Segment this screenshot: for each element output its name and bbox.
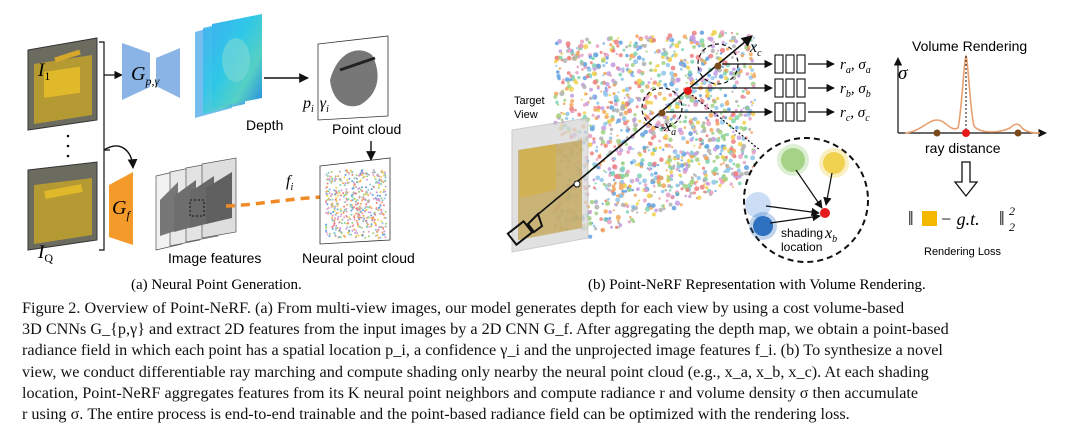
target-view-plane [511, 117, 589, 253]
scene-point-cloud [552, 29, 758, 239]
caption-line: r using σ. The entire process is end-to-… [22, 405, 850, 424]
label-shading: shading [781, 226, 823, 240]
label-i1: I1 [37, 60, 50, 83]
svg-text:‖: ‖ [999, 208, 1005, 230]
label-out-a: ra, σa [840, 57, 871, 76]
label-fi: fi [286, 173, 293, 193]
density-curve [904, 54, 1041, 134]
sample-xa [658, 109, 666, 117]
figure-illustration: I1 IQ Gp,γ [27, 14, 1047, 293]
panel-volume-rendering: Volume Rendering σ ray distance ‖ − g.t.… [893, 38, 1047, 258]
svg-text:2: 2 [1009, 204, 1015, 218]
volume-sample-c [1014, 129, 1022, 137]
caption-line: location, Point-NeRF aggregates features… [22, 383, 919, 402]
caption-panel-b: (b) Point-NeRF Representation with Volum… [588, 277, 926, 293]
volume-sample-a [933, 129, 941, 137]
image-features [155, 157, 237, 251]
input-image-iq [27, 161, 98, 251]
label-iq: IQ [37, 242, 53, 265]
svg-text:‖: ‖ [908, 208, 914, 230]
caption-line: view, we conduct differentiable ray marc… [22, 362, 929, 381]
caption-line: Figure 2. Overview of Point-NeRF. (a) Fr… [22, 299, 905, 317]
label-xc: xc [749, 39, 762, 59]
depth-maps [195, 14, 262, 118]
svg-text:− g.t.: − g.t. [940, 209, 980, 229]
neighborhood-xa [641, 87, 683, 129]
encoder-gp-gamma [122, 43, 180, 100]
label-xb: xb [824, 225, 837, 245]
volume-sample-b [962, 129, 970, 137]
down-arrow-icon [953, 161, 979, 198]
label-xa: xa [663, 118, 676, 138]
ray-sample-origin [573, 180, 581, 188]
label-out-b: rb, σb [840, 81, 871, 100]
caption-line: 3D CNNs G_{p,γ} and extract 2D features … [22, 320, 949, 339]
label-volume-rendering: Volume Rendering [912, 38, 1027, 54]
point-cloud [317, 35, 389, 121]
ellipsis-dots [66, 134, 70, 158]
label-depth: Depth [246, 117, 283, 133]
label-out-c: rc, σc [840, 105, 870, 124]
label-sigma-axis: σ [898, 63, 908, 84]
label-point-cloud: Point cloud [332, 121, 401, 137]
sample-xb [684, 87, 692, 95]
label-gp-gamma: Gp,γ [131, 63, 159, 88]
label-neural-point-cloud: Neural point cloud [302, 250, 415, 266]
label-image-features: Image features [168, 250, 261, 266]
panel-a: I1 IQ Gp,γ [27, 14, 415, 266]
caption-panel-a: (a) Neural Point Generation. [131, 277, 302, 293]
arrow-to-gf [103, 145, 138, 169]
input-image-i1 [27, 37, 98, 131]
mlp-blocks [774, 54, 806, 122]
figure-caption: Figure 2. Overview of Point-NeRF. (a) Fr… [22, 298, 1062, 425]
label-ray-distance: ray distance [925, 140, 1001, 156]
label-gf: Gf [112, 197, 131, 222]
encoder-gf [109, 172, 133, 245]
sample-xc [714, 62, 722, 70]
zoom-connector [691, 94, 761, 151]
neural-point-cloud [319, 157, 391, 245]
zoom-inset [743, 137, 869, 263]
label-location: location [781, 240, 822, 254]
label-rendering-loss: Rendering Loss [924, 246, 1002, 258]
loss-formula: ‖ − g.t. ‖ 2 2 [908, 204, 1015, 234]
caption-line: radiance field in which each point has a… [22, 341, 943, 360]
camera-icon [506, 212, 544, 247]
svg-text:2: 2 [1009, 220, 1015, 234]
input-bracket [99, 41, 110, 251]
